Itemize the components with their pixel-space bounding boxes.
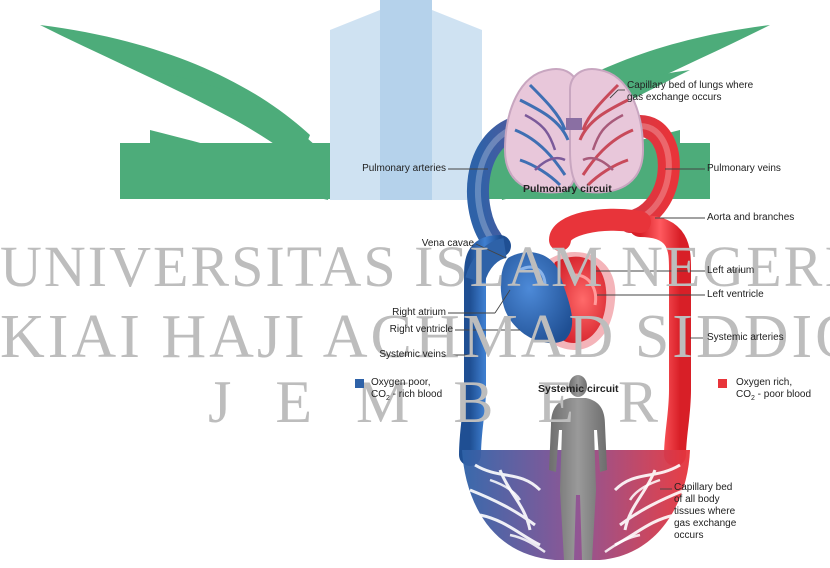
legend-rich-blood-text: - rich blood [390,389,442,400]
label-left-atrium: Left atrium [707,265,754,277]
label-capillary-body-line4: gas exchange [674,518,736,530]
legend-co-text: CO [371,389,386,400]
label-capillary-body: Capillary bed of all body tissues where … [674,482,736,542]
label-systemic-arteries: Systemic arteries [707,332,784,344]
label-right-ventricle: Right ventricle [352,324,453,336]
legend-oxygen-rich: Oxygen rich, CO2 - poor blood [736,377,811,405]
legend-poor-blood-text: - poor blood [755,389,811,400]
label-capillary-body-line1: Capillary bed [674,482,736,494]
label-capillary-lungs-line2: gas exchange occurs [627,92,753,104]
pulmonary-circuit-title: Pulmonary circuit [523,183,612,195]
legend-co-text-2: CO [736,389,751,400]
label-aorta: Aorta and branches [707,212,794,224]
label-capillary-body-line2: of all body [674,494,736,506]
lungs [505,69,643,192]
legend-oxygen-rich-line1: Oxygen rich, [736,377,811,389]
label-vena-cavae: Vena cavae [380,238,474,250]
legend-oxygen-poor-line2: CO2 - rich blood [371,389,442,405]
legend-oxygen-rich-swatch [718,379,727,388]
label-right-atrium: Right atrium [352,307,446,319]
label-capillary-lungs: Capillary bed of lungs where gas exchang… [627,80,753,104]
label-left-ventricle: Left ventricle [707,289,764,301]
label-capillary-body-line5: occurs [674,530,736,542]
label-capillary-lungs-line1: Capillary bed of lungs where [627,80,753,92]
legend-oxygen-poor: Oxygen poor, CO2 - rich blood [371,377,442,405]
label-pulmonary-veins: Pulmonary veins [707,163,781,175]
label-pulmonary-arteries: Pulmonary arteries [352,163,446,175]
legend-oxygen-rich-line2: CO2 - poor blood [736,389,811,405]
label-systemic-veins: Systemic veins [352,349,446,361]
legend-oxygen-poor-line1: Oxygen poor, [371,377,442,389]
label-capillary-body-line3: tissues where [674,506,736,518]
legend-oxygen-poor-swatch [355,379,364,388]
systemic-circuit-title: Systemic circuit [538,383,619,395]
